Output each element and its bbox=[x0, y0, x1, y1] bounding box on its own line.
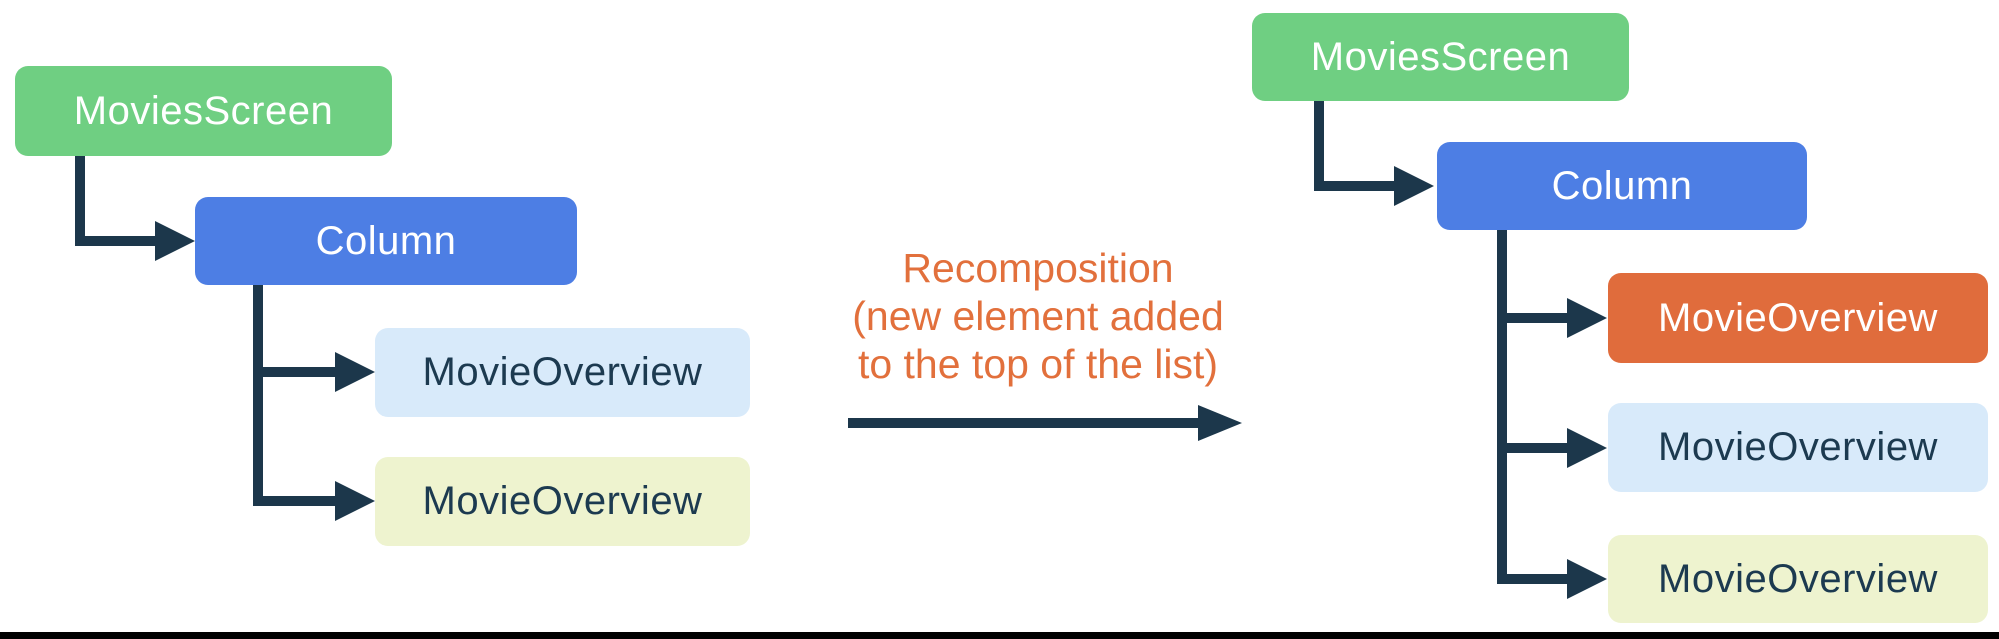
connector-line bbox=[1497, 230, 1507, 584]
connector-line bbox=[75, 156, 85, 246]
connector-line bbox=[253, 285, 263, 506]
transition-arrow-shaft bbox=[848, 418, 1200, 428]
annotation-line-1: Recomposition bbox=[902, 245, 1174, 291]
connector-arrowhead-icon bbox=[1394, 166, 1434, 206]
annotation-line-2: (new element added bbox=[852, 293, 1224, 339]
connector-line bbox=[1497, 574, 1567, 584]
transition-arrowhead-icon bbox=[1198, 405, 1242, 441]
node-column-before: Column bbox=[195, 197, 577, 285]
node-movieoverview-after-2: MovieOverview bbox=[1608, 403, 1988, 492]
node-movieoverview-after-new: MovieOverview bbox=[1608, 273, 1988, 363]
connector-arrowhead-icon bbox=[335, 352, 375, 392]
connector-line bbox=[75, 236, 155, 246]
connector-arrowhead-icon bbox=[1567, 428, 1607, 468]
node-movieoverview-after-3: MovieOverview bbox=[1608, 535, 1988, 623]
node-moviesscreen-before: MoviesScreen bbox=[15, 66, 392, 156]
connector-arrowhead-icon bbox=[1567, 298, 1607, 338]
connector-arrowhead-icon bbox=[155, 221, 195, 261]
annotation-line-3: to the top of the list) bbox=[857, 341, 1219, 387]
connector-line bbox=[1497, 313, 1567, 323]
connector-line bbox=[1497, 443, 1567, 453]
node-movieoverview-before-2: MovieOverview bbox=[375, 457, 750, 546]
node-movieoverview-before-1: MovieOverview bbox=[375, 328, 750, 417]
connector-line bbox=[1314, 101, 1324, 191]
recomposition-annotation: Recomposition (new element added to the … bbox=[810, 244, 1266, 388]
connector-arrowhead-icon bbox=[1567, 559, 1607, 599]
connector-line bbox=[1314, 181, 1394, 191]
node-moviesscreen-after: MoviesScreen bbox=[1252, 13, 1629, 101]
bottom-divider bbox=[0, 632, 1999, 639]
node-column-after: Column bbox=[1437, 142, 1807, 230]
connector-line bbox=[253, 496, 335, 506]
connector-arrowhead-icon bbox=[335, 481, 375, 521]
connector-line bbox=[253, 367, 335, 377]
